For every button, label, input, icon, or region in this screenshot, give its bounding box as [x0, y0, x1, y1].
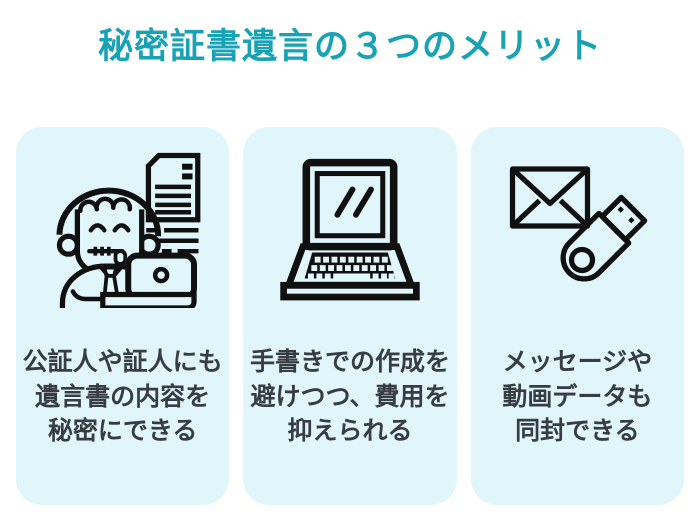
card-typing: 手書きでの作成を 避けつつ、費用を 抑えられる [243, 127, 457, 505]
will-document [145, 152, 201, 253]
laptop-icon [266, 155, 434, 303]
card-enclosure: メッセージや 動画データも 同封できる [470, 127, 684, 505]
card-text-secrecy: 公証人や証人にも 遺言書の内容を 秘密にできる [22, 348, 223, 445]
envelope-usb-icon [501, 155, 653, 303]
benefit-cards: 公証人や証人にも 遺言書の内容を 秘密にできる [16, 127, 684, 505]
secret-person-with-will-icon [37, 152, 209, 308]
card-text-typing: 手書きでの作成を 避けつつ、費用を 抑えられる [249, 348, 450, 445]
laptop [280, 158, 420, 301]
usb-drive [560, 194, 648, 282]
card-secrecy: 公証人や証人にも 遺言書の内容を 秘密にできる [16, 127, 230, 505]
envelope [510, 166, 591, 229]
keyboard-keys [307, 256, 395, 279]
card-text-enclosure: メッセージや 動画データも 同封できる [502, 348, 653, 445]
laptop-back [99, 252, 197, 308]
page-title: 秘密証書遺言の３つのメリット [97, 27, 602, 66]
